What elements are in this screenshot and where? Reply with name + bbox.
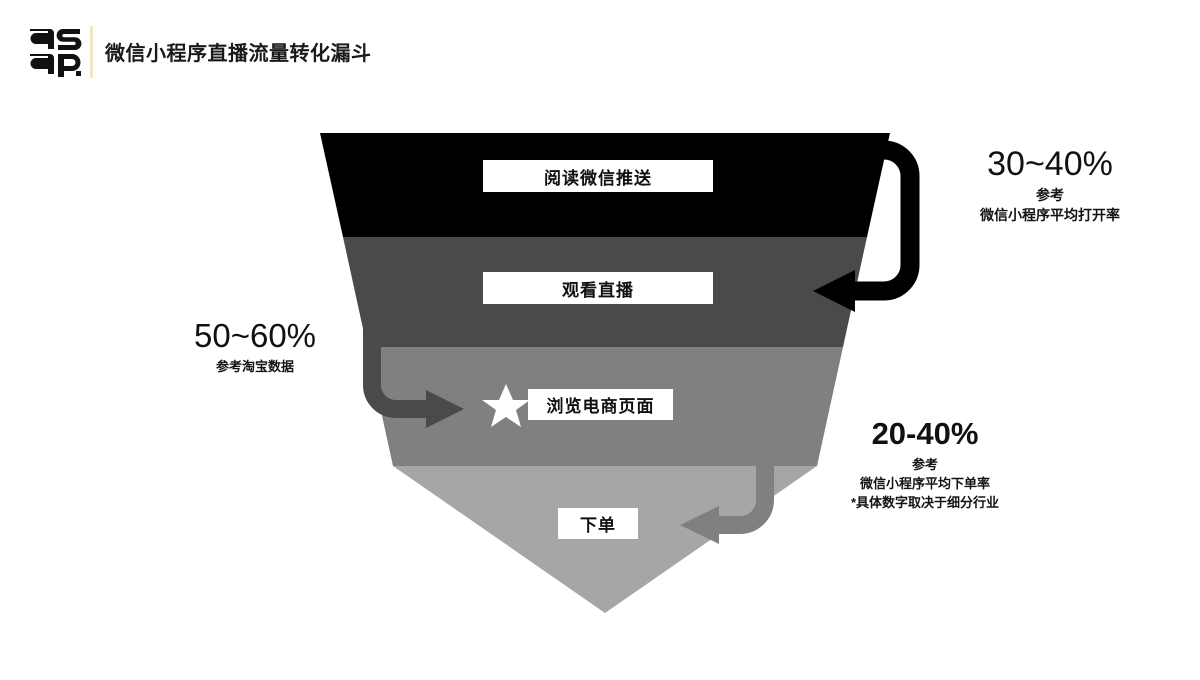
star-icon: [482, 384, 530, 427]
annotation-left-percent: 50~60%: [193, 317, 317, 354]
annotation-bottom-right-desc: 微信小程序平均下单率: [859, 476, 990, 491]
annotation-top-right-desc: 微信小程序平均打开率: [980, 207, 1120, 223]
annotation-bottom-right-desc2: *具体数字取决于细分行业: [850, 495, 1000, 510]
annotation-left: 50~60% 参考淘宝数据: [120, 315, 390, 377]
annotation-bottom-right-ref: 参考: [911, 457, 938, 472]
annotation-bottom-right: 20-40% 参考 微信小程序平均下单率 *具体数字取决于细分行业: [790, 413, 1060, 512]
conversion-arrow-top-right: [813, 140, 920, 312]
asap-logo: [28, 26, 82, 78]
funnel-stage-label-4[interactable]: 下单: [558, 508, 638, 539]
funnel-stage-label-1[interactable]: 阅读微信推送: [483, 160, 713, 192]
annotation-bottom-right-percent: 20-40%: [871, 416, 979, 451]
conversion-arrow-left: [363, 275, 464, 428]
header-divider: [90, 26, 93, 78]
annotation-top-right: 30~40% 参考 微信小程序平均打开率: [905, 143, 1195, 225]
annotation-top-right-percent: 30~40%: [987, 145, 1113, 183]
funnel-stage-label-2[interactable]: 观看直播: [483, 272, 713, 304]
funnel-band-4: [393, 466, 817, 613]
page-title: 微信小程序直播流量转化漏斗: [105, 43, 372, 65]
funnel-stage-label-3[interactable]: 浏览电商页面: [528, 389, 673, 420]
slide-header: 微信小程序直播流量转化漏斗: [0, 0, 1200, 105]
annotation-top-right-ref: 参考: [1036, 187, 1064, 203]
annotation-left-desc: 参考淘宝数据: [215, 359, 294, 374]
conversion-arrow-bottom-right: [680, 401, 774, 544]
